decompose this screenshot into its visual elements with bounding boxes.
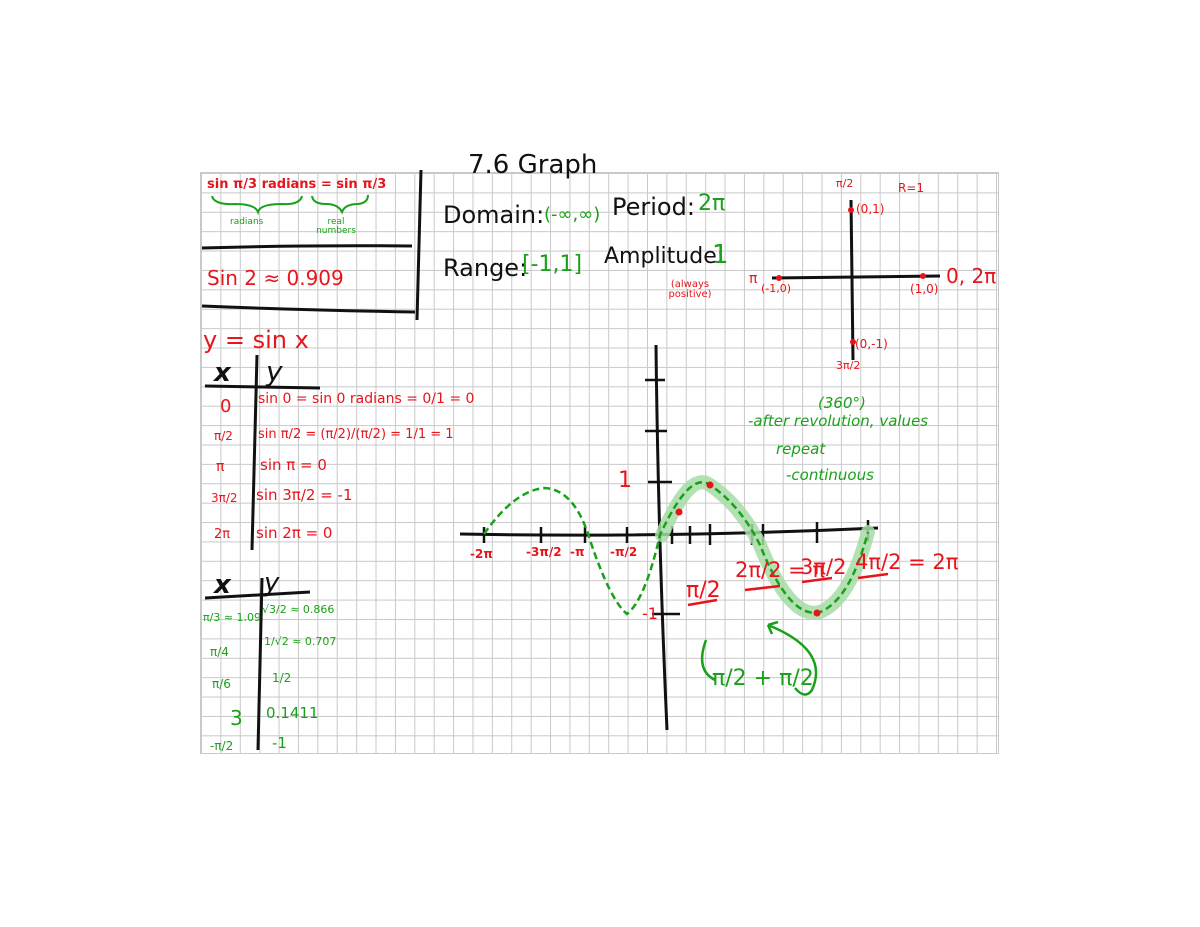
table2-x-1: π/4 [210,645,229,659]
uc-angle-top: π/2 [836,177,854,190]
period-value: 2π [698,191,726,216]
note-line2: repeat [776,440,826,458]
brace-label-radians: radians [230,217,264,227]
y-label-neg-one: -1 [642,604,658,623]
domain-value: (-∞,∞) [544,204,601,225]
frac-bar [744,584,781,592]
frac-bar [687,598,718,607]
big-label-2pi-over-2: 2π/2 = π [735,558,826,582]
domain-label: Domain: [443,201,545,229]
table2-y-0: √3/2 ≈ 0.866 [262,603,335,616]
table1-x-3: 3π/2 [211,491,238,505]
uc-angle-left: π [749,271,758,287]
page-title: 7.6 Graph [468,150,598,180]
frac-bar [801,576,833,584]
table2-y-2: 1/2 [272,671,292,685]
amplitude-label: Amplitude: [604,244,725,269]
table2-vline [256,577,264,751]
table2-y-3: 0.1411 [266,704,319,722]
brace-radians [211,195,303,216]
divider-line [201,304,416,314]
table1-x-header: x [214,358,231,388]
brace-label-real: real numbers [316,217,356,236]
table1-x-1: π/2 [214,429,233,443]
table1-x-2: π [216,459,225,475]
curve-point [706,481,714,489]
x-tick-label: -3π/2 [526,545,562,559]
note-degrees: (360°) [818,394,866,412]
table2-x-header: x [214,570,231,600]
x-tick-label: -π [570,545,585,559]
uc-label-right: (1,0) [910,282,939,296]
big-label-3pi-over-2: 3π/2 [800,555,847,579]
big-label-4pi-over-2: 4π/2 = 2π [855,550,959,574]
y-ticks [645,378,680,616]
curve-point [813,609,821,617]
table1-x-0: 0 [220,396,232,417]
table1-y-2: sin π = 0 [260,456,327,474]
uc-label-top: (0,1) [856,202,885,216]
uc-x-axis [771,274,941,280]
sin-definition: sin π/3 radians = sin π/3 [207,177,387,192]
amplitude-value: 1 [712,240,729,270]
frac-bar [857,572,889,580]
range-label: Range: [443,254,528,282]
uc-label-bottom: (0,-1) [855,337,888,351]
table1-hline [204,384,321,390]
y-label-one: 1 [618,468,632,493]
table2-x-4: -π/2 [210,739,234,753]
uc-point-top [848,207,854,213]
table2-x-3: 3 [230,706,243,730]
sin2-approx: Sin 2 ≈ 0.909 [207,266,344,290]
table2-y-header: y [264,568,280,598]
amplitude-note: (always positive) [668,279,712,300]
table2-x-0: π/3 ≈ 1.09 [203,611,262,624]
table1-y-0: sin 0 = sin 0 radians = 0/1 = 0 [258,391,475,407]
uc-angle-bottom: 3π/2 [836,359,861,372]
range-value: [-1,1] [522,252,583,277]
table1-y-3: sin 3π/2 = -1 [256,486,353,504]
brace-real [311,194,369,215]
table2-y-4: -1 [272,734,287,752]
uc-label-left: (-1,0) [761,282,792,295]
table1-y-4: sin 2π = 0 [256,524,333,542]
table1-y-1: sin π/2 = (π/2)/(π/2) = 1/1 = 1 [258,427,454,442]
big-label-pi-over-2: π/2 [686,578,721,603]
x-ticks [482,520,870,545]
uc-point-bottom [850,339,856,345]
note-line1: -after revolution, values [748,412,929,430]
table2-hline [204,590,311,600]
graph-paper [200,172,999,754]
table2-y-1: 1/√2 ≈ 0.707 [264,635,337,648]
bracket-left [700,639,716,682]
arrow-head [766,620,779,635]
sine-curve [482,480,870,616]
uc-y-axis [849,199,855,361]
table1-vline [250,354,259,551]
x-tick-label: -2π [470,547,493,561]
uc-point-right [920,273,926,279]
arrow-loop [767,623,818,696]
curve-point [675,508,683,516]
divider-line [415,169,423,321]
function-label: y = sin x [203,326,309,354]
x-tick-label: -π/2 [610,545,638,559]
uc-point-left [776,275,782,281]
divider-line [201,244,413,250]
uc-angle-right: 0, 2π [946,264,997,288]
note-line3: -continuous [786,466,874,484]
table1-y-header: y [266,355,283,388]
table1-x-4: 2π [214,527,231,542]
period-label: Period: [612,193,695,221]
table2-x-2: π/6 [212,677,231,691]
sum-label: π/2 + π/2 [712,666,814,691]
radius-label: R=1 [898,181,925,195]
